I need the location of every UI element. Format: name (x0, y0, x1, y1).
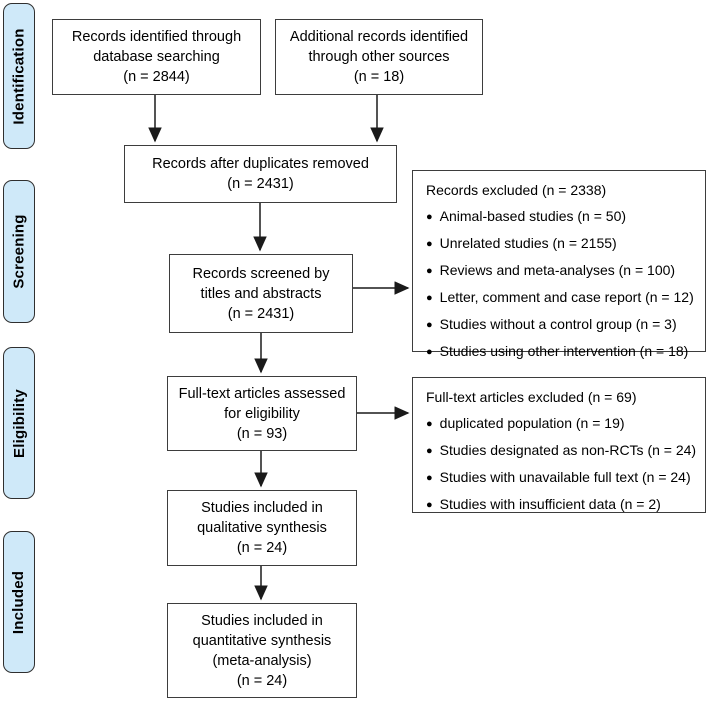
box-line: (n = 2844) (123, 69, 190, 85)
box-line: Records screened by (192, 265, 330, 282)
box-line: for eligibility (224, 405, 300, 422)
box-line: through other sources (308, 49, 450, 65)
excluded-item: ● Studies designated as non-RCTs (n = 24) (426, 437, 697, 464)
box-records-excluded: Records excluded (n = 2338) ● Animal-base… (412, 170, 706, 359)
bullet-icon: ● (426, 211, 433, 223)
box-line: (n = 18) (353, 69, 405, 85)
box-qualitative-synthesis: Studies included in qualitative synthesi… (167, 490, 357, 566)
bullet-icon: ● (426, 418, 433, 430)
excluded-item-text: Studies using other intervention (n = 18… (439, 343, 689, 359)
stage-included-label: Included (10, 570, 28, 634)
stage-identification-label: Identification (10, 27, 28, 125)
excluded-item-text: Studies with insufficient data (n = 2) (439, 496, 661, 512)
box-fulltext-excluded: Full-text articles excluded (n = 69) ● du… (412, 377, 706, 513)
stage-eligibility: Eligibility (3, 347, 35, 499)
box-quantitative-synthesis: Studies included in quantitative synthes… (167, 603, 357, 698)
bullet-icon: ● (426, 238, 433, 250)
box-line: Full-text articles assessed (178, 385, 346, 402)
excluded-item: ● Animal-based studies (n = 50) (426, 203, 697, 230)
box-line: titles and abstracts (200, 285, 322, 302)
box-line: database searching (93, 49, 220, 65)
excluded-item-text: Reviews and meta-analyses (n = 100) (439, 262, 676, 278)
box-line: (n = 2431) (227, 176, 294, 192)
bullet-icon: ● (426, 499, 433, 511)
excluded-item-text: Letter, comment and case report (n = 12) (439, 289, 694, 305)
excluded-item: ● Studies with insufficient data (n = 2) (426, 491, 697, 518)
box-line: Studies included in (201, 612, 323, 629)
excluded-item: ● Reviews and meta-analyses (n = 100) (426, 257, 697, 284)
excluded-item-text: Animal-based studies (n = 50) (439, 208, 627, 224)
excluded-item: ● Unrelated studies (n = 2155) (426, 230, 697, 257)
stage-eligibility-label: Eligibility (10, 388, 28, 458)
stage-included: Included (3, 531, 35, 673)
box-line: (n = 93) (236, 425, 288, 442)
excluded-item: ● Studies using other intervention (n = 1… (426, 338, 697, 365)
bullet-icon: ● (426, 346, 433, 358)
box-line: (n = 24) (236, 540, 288, 556)
box-records-identified: Records identified through database sear… (52, 19, 261, 95)
box-line: qualitative synthesis (197, 520, 327, 536)
stage-identification: Identification (3, 3, 35, 149)
box-line: Studies included in (201, 500, 323, 516)
box-line: quantitative synthesis (192, 632, 332, 649)
bullet-icon: ● (426, 472, 433, 484)
bullet-icon: ● (426, 445, 433, 457)
excluded-item-text: duplicated population (n = 19) (439, 415, 625, 431)
excluded-item: ● Studies with unavailable full text (n =… (426, 464, 697, 491)
box-line: Records after duplicates removed (152, 156, 369, 172)
box-line: (n = 2431) (227, 305, 295, 322)
excluded-item: ● duplicated population (n = 19) (426, 410, 697, 437)
box-line: (meta-analysis) (212, 652, 312, 669)
excluded-item: ● Studies without a control group (n = 3) (426, 311, 697, 338)
excluded-title: Full-text articles excluded (n = 69) (426, 389, 637, 405)
bullet-icon: ● (426, 265, 433, 277)
box-records-screened: Records screened by titles and abstracts… (169, 254, 353, 333)
excluded-item-text: Studies with unavailable full text (n = … (439, 469, 691, 485)
box-duplicates-removed: Records after duplicates removed (n = 24… (124, 145, 397, 203)
excluded-item: ● Letter, comment and case report (n = 12… (426, 284, 697, 311)
box-additional-records: Additional records identified through ot… (275, 19, 483, 95)
box-fulltext-assessed: Full-text articles assessed for eligibil… (167, 376, 357, 451)
excluded-item-text: Studies without a control group (n = 3) (439, 316, 677, 332)
excluded-item-text: Studies designated as non-RCTs (n = 24) (439, 442, 697, 458)
bullet-icon: ● (426, 292, 433, 304)
excluded-title: Records excluded (n = 2338) (426, 182, 607, 198)
box-line: (n = 24) (236, 672, 288, 689)
stage-screening-label: Screening (10, 214, 28, 289)
bullet-icon: ● (426, 319, 433, 331)
box-line: Additional records identified (289, 29, 469, 45)
box-line: Records identified through (71, 29, 242, 45)
excluded-item-text: Unrelated studies (n = 2155) (439, 235, 617, 251)
stage-screening: Screening (3, 180, 35, 323)
